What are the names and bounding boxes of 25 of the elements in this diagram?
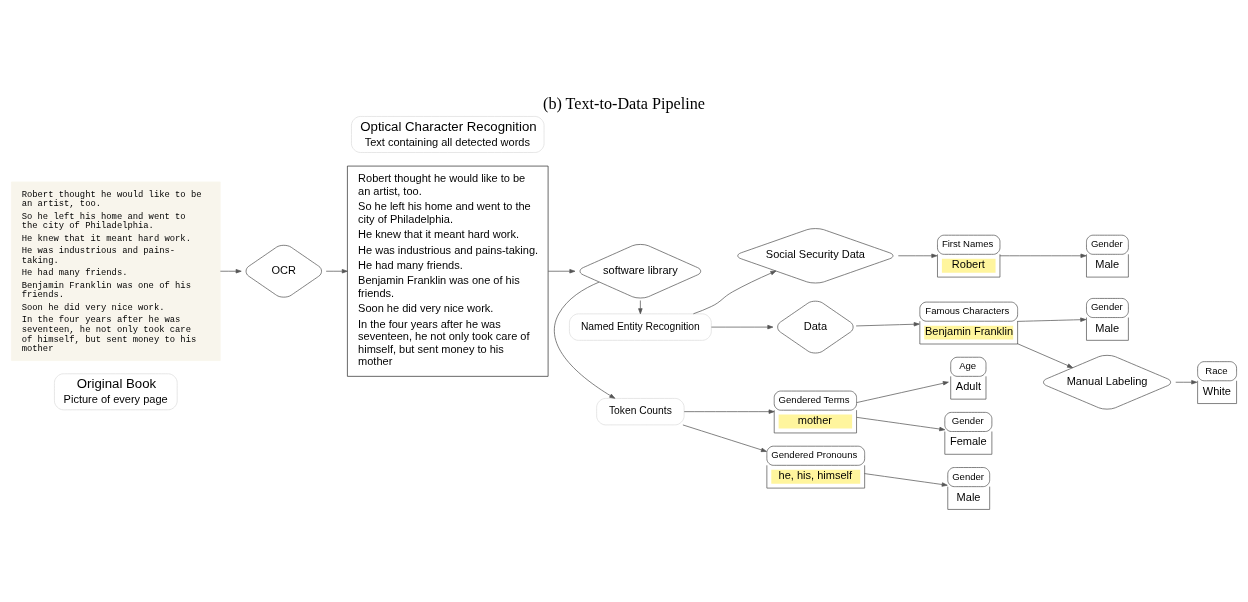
arrow — [220, 269, 242, 274]
arrow — [897, 253, 938, 258]
node-box: Robert thought he would like to be an artist, too. So he left his home and went to the city of Philadelphia. He knew that it meant hard work. He was industrious and pains-taking. He had many friends. Benjamin Franklin was one of his friends. Soon he did very nice work. In the four years after he was seventeen, he not only took care of himself, but sent money to his mother — [11, 181, 221, 361]
arrow — [1016, 343, 1074, 368]
arrow — [693, 270, 777, 315]
arrow — [553, 281, 616, 399]
arrow — [711, 324, 774, 330]
arrow — [999, 253, 1087, 258]
arrow — [1175, 380, 1198, 385]
arrow — [856, 417, 946, 432]
arrow — [683, 409, 775, 414]
arrow — [856, 381, 949, 403]
arrow — [547, 269, 576, 274]
arrow — [325, 269, 348, 274]
arrow — [855, 322, 920, 327]
node-box: Token Counts — [596, 398, 685, 426]
arrow — [682, 424, 767, 452]
arrow — [1016, 317, 1087, 322]
node-box: Named Entity Recognition — [569, 313, 712, 341]
arrow — [638, 300, 643, 315]
diagram-title: (b) Text-to-Data Pipeline — [543, 94, 705, 112]
node-box: Robert thought he would like to be an artist, too. So he left his home and went to the city of Philadelphia. He knew that it meant hard work. He was industrious and pains-taking. He had many friends. Benjamin Franklin was one of his friends. Soon he did very nice work. In the four years after he was seventeen, he not only took care of himself, but sent money to his mother — [347, 165, 549, 377]
node-box: Optical Character Recognition Text containing all detected words — [351, 116, 545, 153]
arrow — [864, 473, 948, 487]
node-box: Original Book Picture of every page — [54, 373, 178, 411]
